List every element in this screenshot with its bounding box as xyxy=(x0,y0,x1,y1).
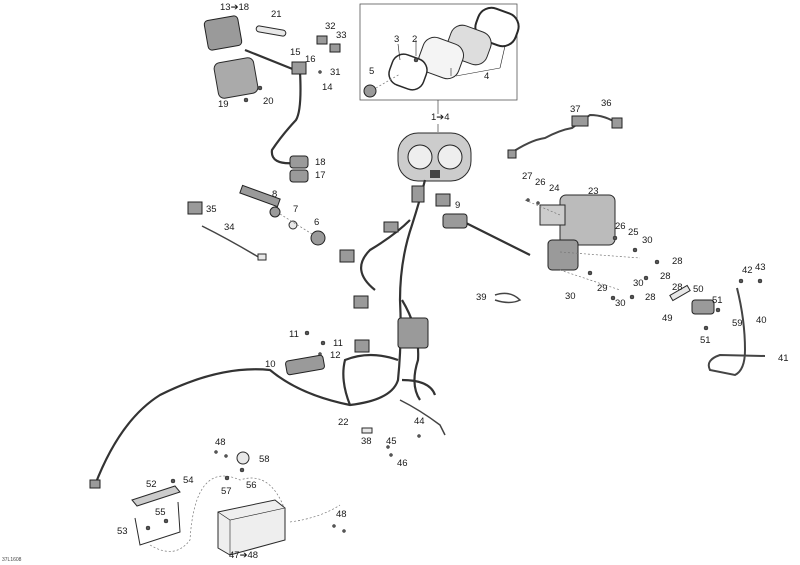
callout-11b: 11 xyxy=(333,338,343,349)
callout-46: 46 xyxy=(397,458,408,469)
callout-54: 54 xyxy=(183,475,194,486)
callout-55: 55 xyxy=(155,507,166,518)
callout-26a: 26 xyxy=(535,177,546,188)
bracket-49 xyxy=(669,284,691,302)
callout-41: 41 xyxy=(778,353,789,364)
callout-56: 56 xyxy=(246,480,257,491)
callout-14: 14 xyxy=(322,82,333,93)
callout-57: 57 xyxy=(221,486,232,497)
gauge-face xyxy=(417,36,465,80)
callout-42: 42 xyxy=(742,265,753,276)
callout-53: 53 xyxy=(117,526,128,537)
callout-10: 10 xyxy=(265,359,276,370)
callout-26b: 26 xyxy=(615,221,626,232)
callout-24: 24 xyxy=(549,183,560,194)
reference-code: 37L1608 xyxy=(2,557,22,563)
callout-30b: 30 xyxy=(633,278,644,289)
callout-30d: 30 xyxy=(615,298,626,309)
switch-35 xyxy=(187,201,203,215)
regulator-10 xyxy=(285,354,325,376)
callout-30c: 30 xyxy=(565,291,576,302)
switch-connector xyxy=(291,61,307,75)
callout-19: 19 xyxy=(218,99,229,110)
callout-28b: 28 xyxy=(660,271,671,282)
callout-7: 7 xyxy=(293,204,299,215)
gauge-screw xyxy=(413,57,419,63)
clip-38 xyxy=(361,427,373,434)
callout-47-48: 47➔48 xyxy=(229,550,259,561)
callout-43: 43 xyxy=(755,262,766,273)
gauge-bezel xyxy=(388,53,428,91)
callout-39: 39 xyxy=(476,292,487,303)
callout-50: 50 xyxy=(693,284,704,295)
callout-17: 17 xyxy=(315,170,326,181)
callout-36: 36 xyxy=(601,98,612,109)
callout-28c: 28 xyxy=(672,282,683,293)
callout-58: 58 xyxy=(259,454,270,465)
callout-16: 16 xyxy=(305,54,316,65)
callout-28d: 28 xyxy=(645,292,656,303)
callout-9: 9 xyxy=(455,200,461,211)
callout-11a: 11 xyxy=(289,329,299,340)
gauge-cluster xyxy=(397,132,472,182)
gauge-detail-frame xyxy=(359,3,518,101)
callout-1-4: 1➔4 xyxy=(431,112,450,123)
callout-29: 29 xyxy=(597,283,608,294)
callout-6: 6 xyxy=(314,217,320,228)
switch-9 xyxy=(442,213,468,229)
callout-33: 33 xyxy=(336,30,347,41)
callout-31: 31 xyxy=(330,67,341,78)
callout-2: 2 xyxy=(412,34,418,45)
callout-32: 32 xyxy=(325,21,336,32)
callout-15: 15 xyxy=(290,47,301,58)
callout-8: 8 xyxy=(272,189,278,200)
callout-23: 23 xyxy=(588,186,599,197)
callout-34: 34 xyxy=(224,222,235,233)
callout-48b: 48 xyxy=(336,509,347,520)
callout-40: 40 xyxy=(756,315,767,326)
connector-8 xyxy=(239,184,281,208)
callout-27: 27 xyxy=(522,171,533,182)
fuse-32 xyxy=(316,35,328,45)
callout-51a: 51 xyxy=(712,295,723,306)
handlebar-switch xyxy=(203,15,259,99)
switch-module-18 xyxy=(289,155,309,169)
callout-52: 52 xyxy=(146,479,157,490)
callout-5: 5 xyxy=(369,66,375,77)
callout-49: 49 xyxy=(662,313,673,324)
callout-13-18: 13➔18 xyxy=(220,2,250,13)
gauge-knob xyxy=(363,84,377,98)
callout-59: 59 xyxy=(732,318,743,329)
callout-35: 35 xyxy=(206,204,217,215)
callout-18: 18 xyxy=(315,157,326,168)
callout-28a: 28 xyxy=(672,256,683,267)
battery xyxy=(217,499,286,556)
callout-4: 4 xyxy=(484,71,490,82)
callout-51b: 51 xyxy=(700,335,711,346)
ecu-assembly xyxy=(539,194,616,271)
callout-44: 44 xyxy=(414,416,425,427)
callout-22: 22 xyxy=(338,417,349,428)
callout-37: 37 xyxy=(570,104,581,115)
callout-25: 25 xyxy=(628,227,639,238)
switch-module-17 xyxy=(289,169,309,183)
battery-bracket xyxy=(131,485,181,546)
callout-12: 12 xyxy=(330,350,341,361)
callout-20: 20 xyxy=(263,96,274,107)
callout-45: 45 xyxy=(386,436,397,447)
hose-21 xyxy=(255,25,287,37)
callout-38: 38 xyxy=(361,436,372,447)
callout-48a: 48 xyxy=(215,437,226,448)
callout-30a: 30 xyxy=(642,235,653,246)
callout-3: 3 xyxy=(394,34,400,45)
callout-21: 21 xyxy=(271,9,282,20)
fuse-33 xyxy=(329,43,341,53)
relay-50 xyxy=(691,299,715,315)
